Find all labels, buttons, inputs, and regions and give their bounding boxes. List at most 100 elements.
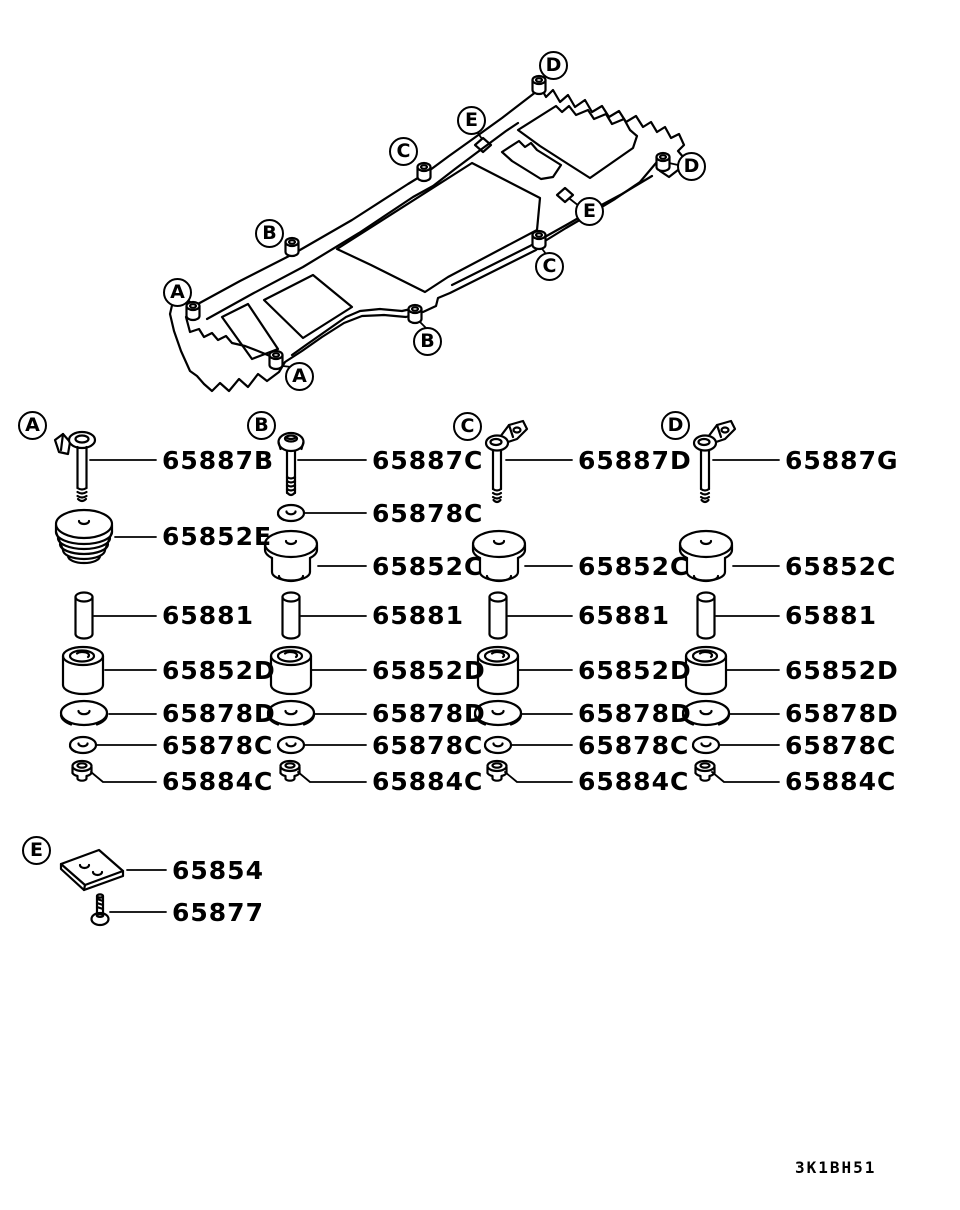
spacer-sleeve-icon — [74, 591, 94, 640]
part-label-65878D: 65878D — [785, 699, 899, 728]
part-label-65884C: 65884C — [578, 767, 690, 796]
part-label-65887G: 65887G — [785, 446, 899, 475]
spacer-sleeve-icon — [696, 591, 716, 640]
mount-bushing-icon — [684, 645, 728, 696]
column-d-parts — [678, 419, 780, 783]
washer-small-icon — [276, 735, 306, 755]
leader-lines — [711, 459, 780, 783]
callout-letter: A — [292, 365, 307, 387]
callout-letter: E — [583, 200, 596, 222]
frame-callout-b2: B — [413, 327, 442, 356]
frame-callout-c1: C — [389, 137, 418, 166]
diagram-code: 3K1BH51 — [795, 1158, 877, 1177]
flange-nut-icon — [486, 759, 508, 782]
frame-hole-diamond-e2 — [555, 186, 575, 204]
part-label-65881: 65881 — [372, 601, 464, 630]
frame-opening-front-2 — [262, 273, 354, 340]
callout-letter: C — [542, 255, 557, 277]
frame-drawing — [168, 74, 698, 393]
frame-callout-e2: E — [575, 197, 604, 226]
part-label-65884C: 65884C — [162, 767, 274, 796]
body-mount-cushion-icon — [263, 529, 319, 583]
part-label-65881: 65881 — [162, 601, 254, 630]
part-label-65878C: 65878C — [372, 731, 484, 760]
frame-front-crossmember-edge — [184, 315, 280, 362]
hex-bolt-icon — [277, 431, 305, 497]
part-label-65852D: 65852D — [162, 656, 276, 685]
part-label-65887D: 65887D — [578, 446, 692, 475]
frame-mount-stud-a1 — [185, 300, 201, 322]
part-label-65852C: 65852C — [578, 552, 690, 581]
part-label-65877: 65877 — [172, 898, 264, 927]
part-label-65878D: 65878D — [578, 699, 692, 728]
leader-lines — [504, 459, 573, 783]
callout-letter: A — [25, 414, 40, 436]
flange-nut-icon — [694, 759, 716, 782]
frame-opening-middle — [335, 161, 542, 294]
column-b-callout: B — [247, 411, 276, 440]
frame-callout-e1: E — [457, 106, 486, 135]
frame-mount-stud-a2 — [268, 349, 284, 371]
part-label-65884C: 65884C — [785, 767, 897, 796]
frame-rail-inner-upper — [205, 121, 520, 321]
column-a-callout: A — [18, 411, 47, 440]
part-label-65852E: 65852E — [162, 522, 273, 551]
section-e-callout: E — [22, 836, 51, 865]
frame-mount-stud-c2 — [531, 229, 547, 251]
washer-small-icon — [691, 735, 721, 755]
part-label-65878D: 65878D — [372, 699, 486, 728]
callout-letter: E — [30, 839, 43, 861]
part-label-65881: 65881 — [785, 601, 877, 630]
column-c-callout: C — [453, 412, 482, 441]
frame-opening-midrear — [500, 139, 563, 181]
part-label-65854: 65854 — [172, 856, 264, 885]
callout-letter: D — [545, 54, 562, 76]
mount-plate-icon — [59, 848, 125, 892]
part-label-65852C: 65852C — [372, 552, 484, 581]
frame-opening-front-1 — [220, 302, 280, 361]
frame-mount-stud-d2 — [655, 151, 671, 173]
part-label-65878D: 65878D — [162, 699, 276, 728]
washer-small-icon — [68, 735, 98, 755]
frame-mount-stud-b1 — [284, 236, 300, 258]
leader-lines — [109, 869, 167, 913]
frame-callout-d2: D — [677, 152, 706, 181]
part-label-65878C: 65878C — [578, 731, 690, 760]
part-label-65852C: 65852C — [785, 552, 897, 581]
frame-callout-a2: A — [285, 362, 314, 391]
flange-nut-icon — [279, 759, 301, 782]
callout-letter: D — [683, 155, 700, 177]
column-a-parts — [53, 430, 157, 783]
frame-mount-stud-b2 — [407, 303, 423, 325]
body-mount-cushion-large-icon — [54, 508, 114, 565]
spacer-sleeve-icon — [488, 591, 508, 640]
washer-large-icon — [59, 699, 109, 727]
part-label-65887C: 65887C — [372, 446, 484, 475]
frame-callout-a1: A — [163, 278, 192, 307]
frame-callout-d1: D — [539, 51, 568, 80]
mount-bushing-icon — [61, 645, 105, 696]
column-b-parts — [263, 431, 367, 783]
part-label-65878C: 65878C — [372, 499, 484, 528]
part-label-65881: 65881 — [578, 601, 670, 630]
frame-callout-c2: C — [535, 252, 564, 281]
flange-nut-icon — [71, 759, 93, 782]
screw-icon — [90, 893, 110, 927]
frame-opening-rear — [516, 104, 639, 180]
part-label-65852D: 65852D — [372, 656, 486, 685]
callout-letter: A — [170, 281, 185, 303]
mount-bushing-icon — [269, 645, 313, 696]
bolt-with-bracket-icon — [484, 419, 529, 504]
callout-letter: C — [396, 140, 411, 162]
part-label-65852D: 65852D — [785, 656, 899, 685]
callout-letter: B — [262, 222, 277, 244]
callout-letter: B — [254, 414, 269, 436]
leader-lines — [297, 459, 367, 783]
leader-lines — [89, 459, 157, 783]
frame-mount-stud-c1 — [416, 161, 432, 183]
spacer-sleeve-icon — [281, 591, 301, 640]
washer-small-icon — [276, 503, 306, 523]
washer-small-icon — [483, 735, 513, 755]
